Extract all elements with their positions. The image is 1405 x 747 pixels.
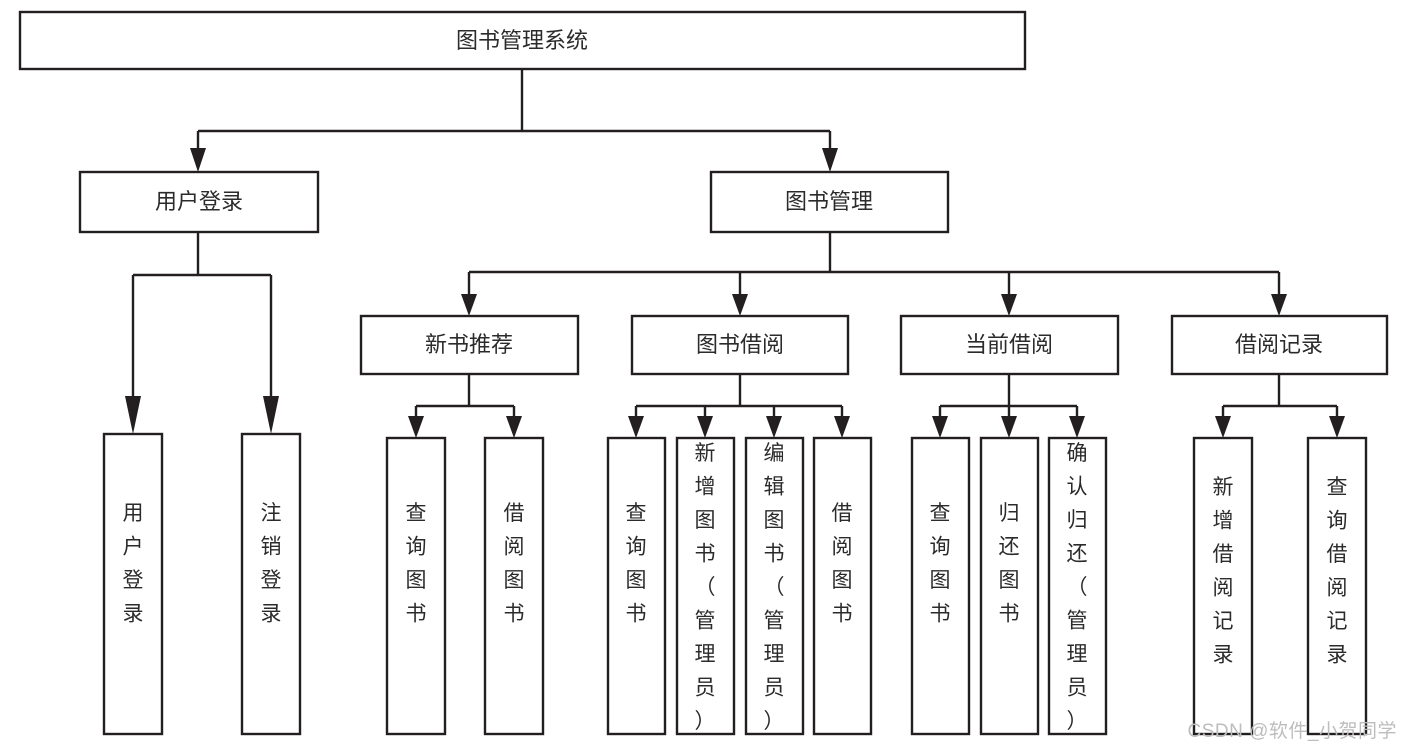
leaf-node[interactable]: 借阅图书 [483,436,545,736]
arrow-user-leaf2 [263,396,279,434]
leaf-box-confirm-return-admin[interactable] [1047,436,1108,736]
leaf-node[interactable]: 借阅图书 [812,436,873,736]
leaf-box-user-login[interactable] [102,432,164,736]
arrow-record-leaf2 [1329,416,1345,438]
node-current-borrow-box[interactable] [899,314,1120,376]
leaf-node[interactable]: 注销登录 [240,432,302,736]
node-borrow-record-label: 借阅记录 [1235,332,1323,357]
node-book-borrow-box[interactable] [630,314,850,376]
leaf-node[interactable]: 归还图书 [979,436,1040,736]
leaf-box-add-borrow-record[interactable] [1192,436,1254,736]
leaf-label-current-query-book: 查询图书 [930,502,951,626]
leaf-node[interactable]: 查询图书 [385,436,447,736]
arrow-user-leaf1 [125,396,141,434]
node-user-login[interactable]: 用户登录 [78,170,320,234]
arrow-borrow-leaf2 [697,416,713,438]
arrow-borrow-leaf4 [834,416,850,438]
arrow-borrow-leaf3 [766,416,782,438]
leaf-label-borrow-book: 借阅图书 [832,502,853,626]
leaf-node[interactable]: 查询借阅记录 [1306,436,1368,736]
arrow-bm-to-borrow [732,294,748,316]
arrow-root-to-bookmgmt [822,148,838,172]
leaf-label-add-borrow-record: 新增借阅记录 [1213,476,1234,667]
arrow-bm-to-current [1001,294,1017,316]
leaf-box-query-borrow-record[interactable] [1306,436,1368,736]
leaf-node[interactable]: 用户登录 [102,432,164,736]
node-root-box[interactable] [18,10,1027,71]
arrow-current-leaf2 [1001,416,1017,438]
arrow-current-leaf3 [1069,416,1085,438]
node-book-management-label: 图书管理 [785,189,873,214]
arrow-record-leaf1 [1215,416,1231,438]
arrow-new-leaf1 [408,416,424,438]
node-current-borrow-label: 当前借阅 [965,332,1053,357]
watermark-text: CSDN @软件_小贺同学 [1187,721,1397,742]
leaf-node[interactable]: 查询图书 [606,436,667,736]
node-current-borrow[interactable]: 当前借阅 [899,314,1120,376]
arrow-bm-to-new [461,294,477,316]
connectors-group [125,69,1345,438]
leaf-box-return-book[interactable] [979,436,1040,736]
leaf-label-new-query-book: 查询图书 [406,502,427,626]
leaf-label-logout: 注销登录 [261,502,282,626]
node-new-book-recommend-box[interactable] [359,314,580,376]
node-root-label: 图书管理系统 [456,28,588,53]
arrow-bm-to-record [1271,294,1287,316]
leaf-label-confirm-return-admin: 确认归还（管理员） [1067,442,1088,733]
node-borrow-record[interactable]: 借阅记录 [1170,314,1389,376]
leaf-node[interactable]: 编辑图书（管理员） [744,436,805,736]
node-user-login-label: 用户登录 [155,189,243,214]
arrow-root-to-user [190,148,206,172]
leaf-label-add-book-admin: 新增图书（管理员） [695,442,716,733]
leaf-box-borrow-query-book[interactable] [606,436,667,736]
leaf-box-edit-book-admin[interactable] [744,436,805,736]
node-root[interactable]: 图书管理系统 [18,10,1027,71]
leaf-label-edit-book-admin: 编辑图书（管理员） [764,442,785,733]
leaf-label-borrow-query-book: 查询图书 [626,502,647,626]
node-book-borrow[interactable]: 图书借阅 [630,314,850,376]
leaf-label-return-book: 归还图书 [999,502,1020,626]
node-book-management[interactable]: 图书管理 [709,170,950,234]
leaf-box-new-borrow-book[interactable] [483,436,545,736]
leaf-node[interactable]: 新增图书（管理员） [675,436,736,736]
leaf-label-user-login: 用户登录 [123,502,144,626]
node-book-management-box[interactable] [709,170,950,234]
arrow-current-leaf1 [932,416,948,438]
node-new-book-recommend-label: 新书推荐 [425,332,513,357]
leaf-box-borrow-book[interactable] [812,436,873,736]
arrow-borrow-leaf1 [628,416,644,438]
node-user-login-box[interactable] [78,170,320,234]
leaf-box-new-query-book[interactable] [385,436,447,736]
leaf-node[interactable]: 查询图书 [910,436,971,736]
node-new-book-recommend[interactable]: 新书推荐 [359,314,580,376]
arrow-new-leaf2 [506,416,522,438]
leaf-label-query-borrow-record: 查询借阅记录 [1327,476,1348,667]
leaf-box-add-book-admin[interactable] [675,436,736,736]
node-book-borrow-label: 图书借阅 [696,332,784,357]
node-borrow-record-box[interactable] [1170,314,1389,376]
leaf-label-new-borrow-book: 借阅图书 [504,502,525,626]
leaf-node[interactable]: 新增借阅记录 [1192,436,1254,736]
leaf-node[interactable]: 确认归还（管理员） [1047,436,1108,736]
leaf-box-logout[interactable] [240,432,302,736]
leaf-box-current-query-book[interactable] [910,436,971,736]
